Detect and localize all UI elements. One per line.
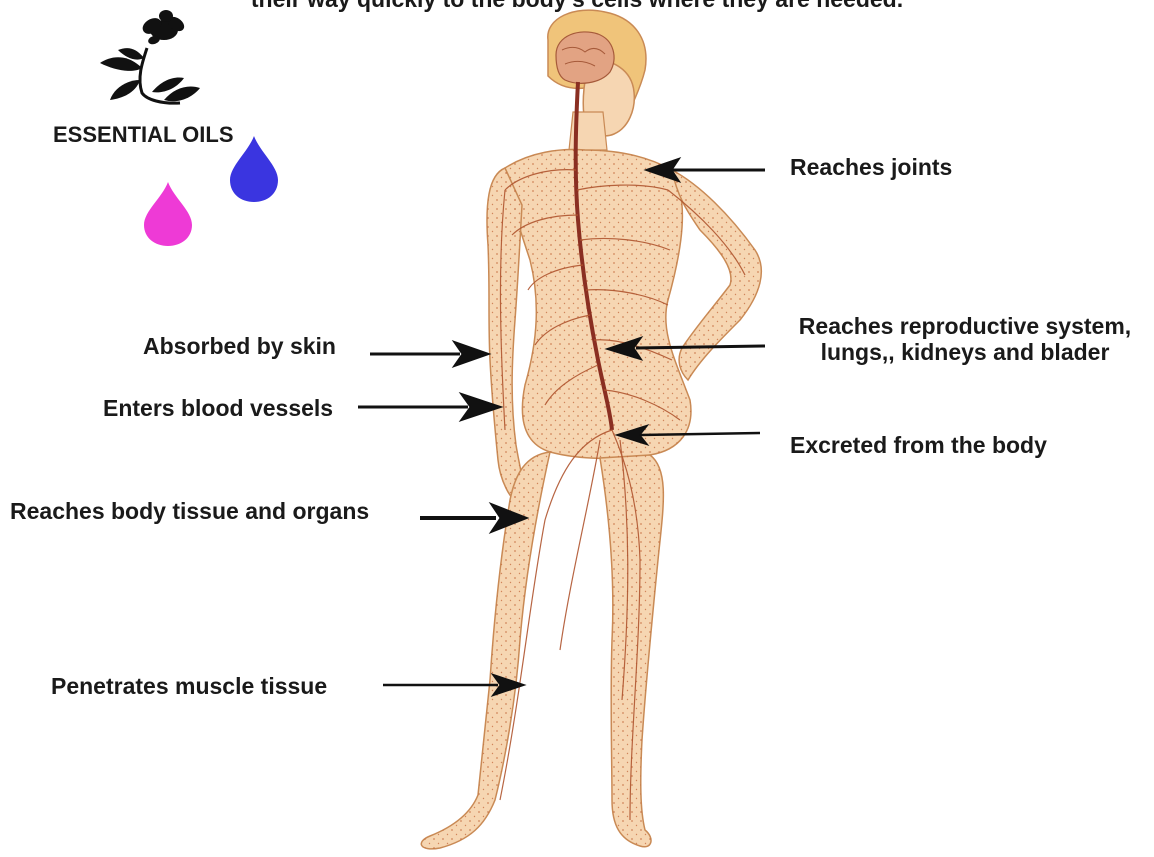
arrow-reaches-joints (645, 158, 765, 182)
arrow-excreted (616, 425, 760, 445)
arrow-enters-blood-vessels (358, 393, 502, 421)
arrow-muscle-tissue (383, 674, 525, 696)
arrow-body-tissue-organs (420, 503, 528, 533)
arrow-absorbed-by-skin (370, 341, 490, 367)
arrow-reaches-reproductive (606, 337, 765, 360)
